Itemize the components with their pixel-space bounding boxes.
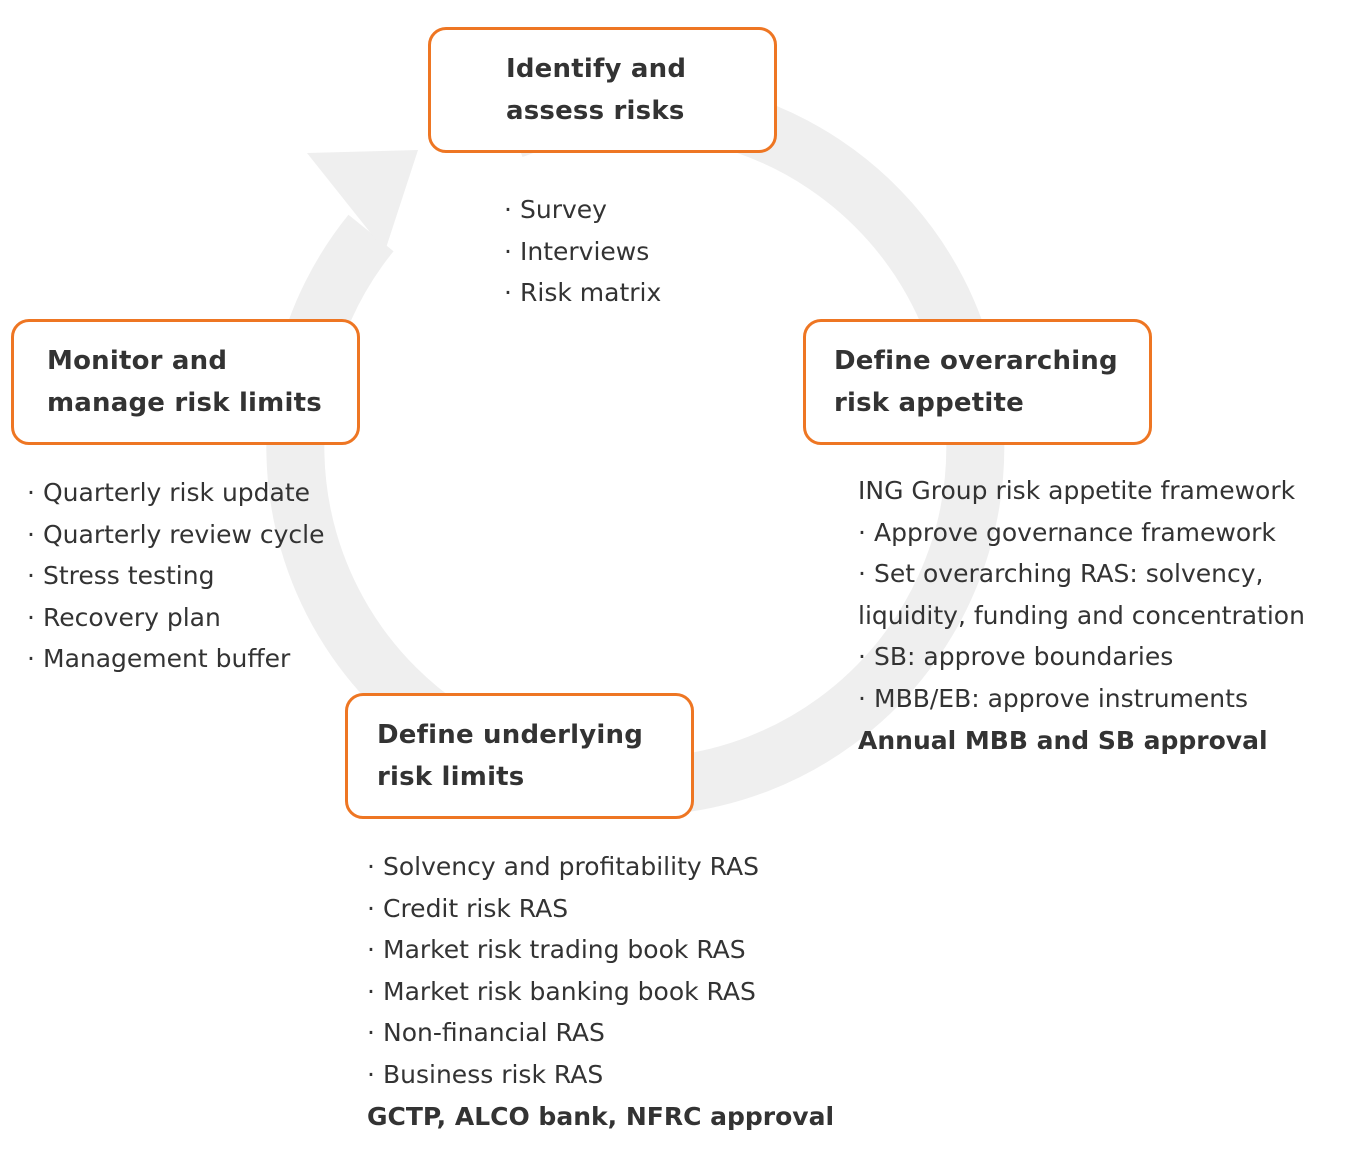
stage-define-overarching-list: ING Group risk appetite framework ·Appro…: [858, 470, 1305, 761]
stage-define-overarching-box: Define overarching risk appetite: [803, 319, 1152, 445]
list-item-continuation: liquidity, funding and concentration: [858, 600, 1305, 630]
stage-identify-title: Identify and assess risks: [506, 54, 687, 126]
stage-identify-box: Identify and assess risks: [428, 27, 777, 153]
list-item: ·Business risk RAS: [367, 1059, 604, 1089]
cycle-arrowhead: [307, 150, 418, 251]
stage-define-underlying-box: Define underlying risk limits: [345, 693, 694, 819]
list-item: ·Risk matrix: [504, 278, 662, 308]
cycle-ring-arc: [266, 77, 1005, 816]
list-heading: ING Group risk appetite framework: [858, 476, 1296, 505]
list-item: ·Recovery plan: [27, 602, 221, 632]
stage-define-overarching-title: Define overarching risk appetite: [834, 346, 1118, 418]
approval-note: GCTP, ALCO bank, NFRC approval: [367, 1101, 835, 1131]
list-item: ·Management buffer: [27, 644, 291, 674]
stage-monitor-list: ·Quarterly risk update ·Quarterly review…: [27, 472, 325, 680]
list-item: ·Survey: [504, 195, 607, 224]
list-item: ·Market risk banking book RAS: [367, 976, 756, 1006]
stage-define-underlying-list: ·Solvency and profitability RAS ·Credit …: [367, 846, 834, 1137]
stage-identify-list: ·Survey ·Interviews ·Risk matrix: [504, 189, 661, 314]
list-item: ·Credit risk RAS: [367, 893, 569, 923]
stage-monitor-title: Monitor and manage risk limits: [47, 346, 322, 418]
list-item: ·MBB/EB: approve instruments: [858, 683, 1248, 713]
list-item: ·Non-financial RAS: [367, 1018, 605, 1048]
list-item: ·Quarterly risk update: [27, 478, 311, 507]
stage-monitor-box: Monitor and manage risk limits: [11, 319, 360, 445]
list-item: ·Solvency and profitability RAS: [367, 852, 759, 881]
list-item: ·Stress testing: [27, 561, 215, 591]
list-item: ·Quarterly review cycle: [27, 519, 325, 549]
list-item: ·Set overarching RAS: solvency,: [858, 559, 1264, 589]
stage-define-underlying-title: Define underlying risk limits: [377, 720, 644, 792]
approval-note: Annual MBB and SB approval: [858, 725, 1268, 755]
list-item: ·SB: approve boundaries: [858, 642, 1174, 672]
list-item: ·Market risk trading book RAS: [367, 935, 746, 965]
list-item: ·Approve governance framework: [858, 517, 1276, 547]
list-item: ·Interviews: [504, 236, 650, 266]
